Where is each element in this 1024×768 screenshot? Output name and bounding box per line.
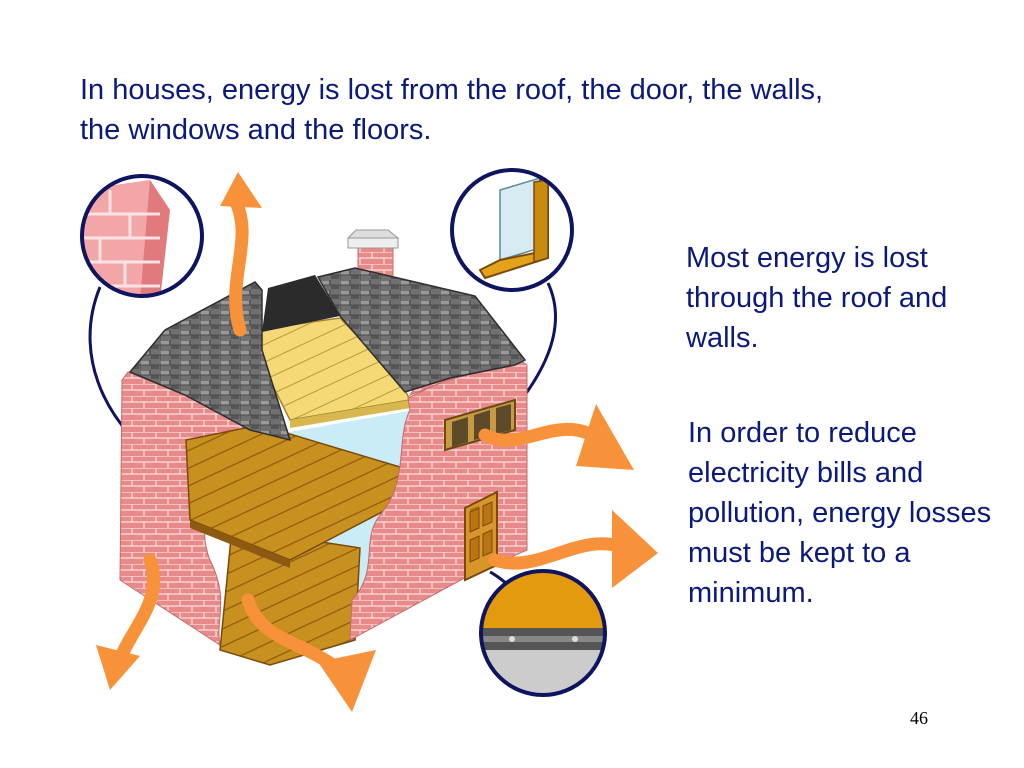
heat-arrowheads bbox=[96, 172, 658, 712]
roof-walls-note: Most energy is lost through the roof and… bbox=[686, 242, 948, 354]
title-line-1: In houses, energy is lost from the roof,… bbox=[80, 74, 824, 106]
front-door bbox=[464, 490, 498, 582]
roof-right bbox=[316, 267, 527, 393]
upper-windows bbox=[444, 398, 516, 452]
roof-arrow bbox=[228, 193, 249, 337]
slide-title: In houses, energy is lost from the roof,… bbox=[80, 70, 980, 150]
door-arrow bbox=[488, 537, 632, 570]
house bbox=[119, 229, 528, 666]
page-number: 46 bbox=[910, 708, 928, 728]
floor-insulation-inset bbox=[479, 569, 607, 697]
roof-left bbox=[128, 281, 292, 442]
brick-wall-inset bbox=[80, 174, 204, 298]
attic-opening bbox=[262, 275, 340, 332]
window-arrow bbox=[478, 422, 607, 447]
window-frame-inset bbox=[450, 168, 574, 292]
reduce-losses-note: In order to reduce electricity bills and… bbox=[688, 417, 992, 609]
title-line-2: the windows and the floors. bbox=[80, 114, 432, 146]
left-wall-arrow bbox=[113, 553, 161, 667]
